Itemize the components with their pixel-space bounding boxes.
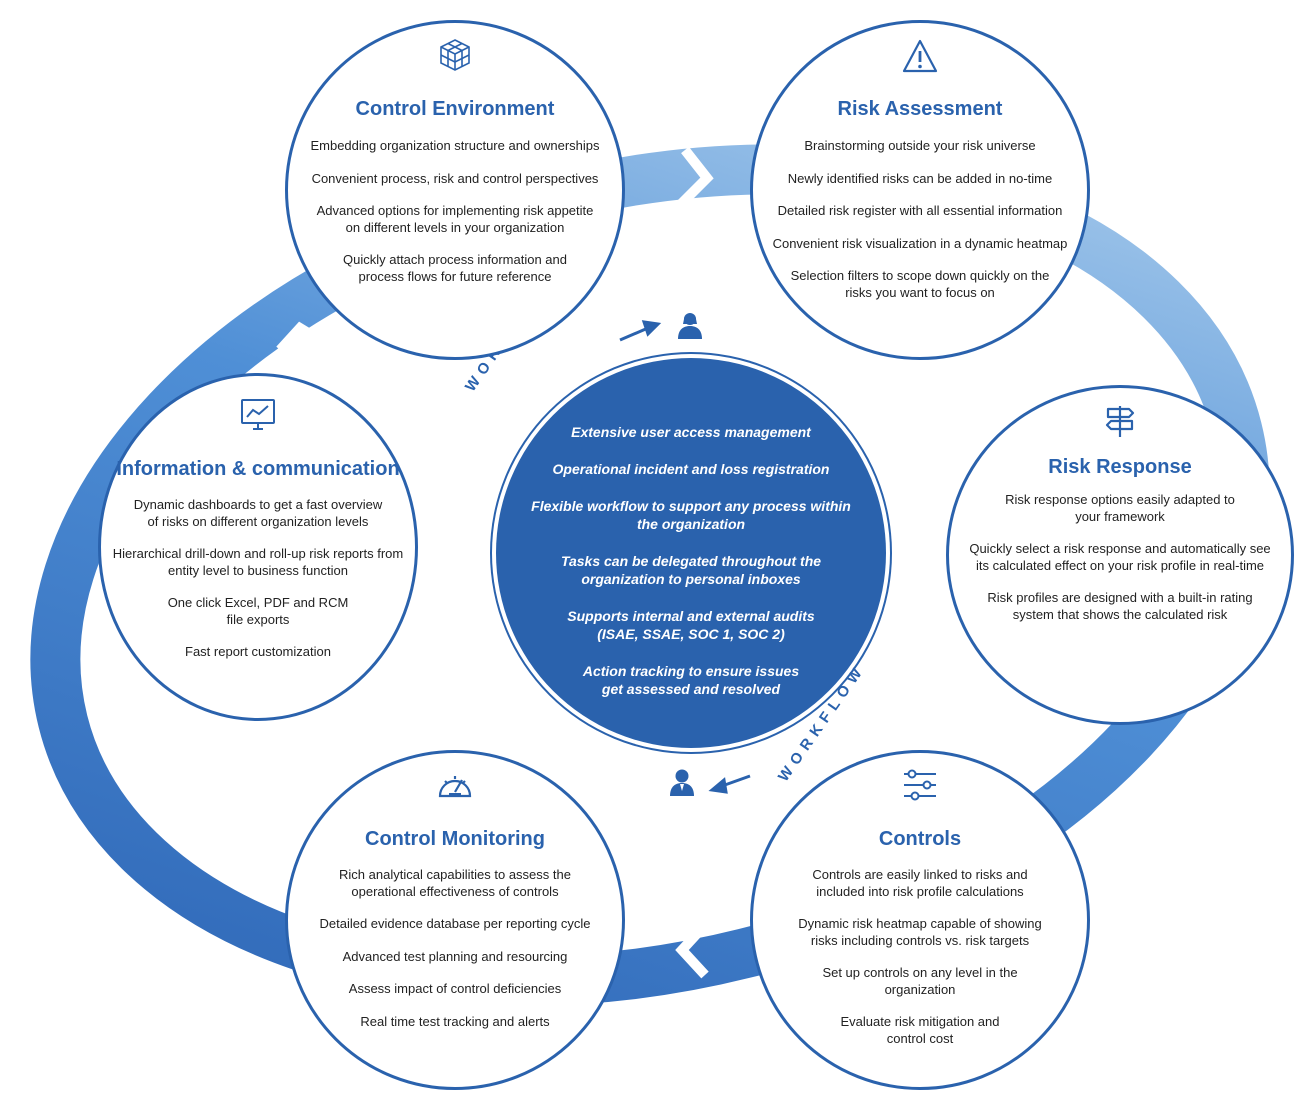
sliders-icon: [904, 769, 936, 801]
node-risk-response: Risk Response Risk response options easi…: [946, 385, 1294, 725]
node-list-item: Rich analytical capabilities to assess t…: [339, 867, 571, 899]
workflow-item: Tasks can be delegated throughout the or…: [560, 553, 822, 587]
workflow-item: Flexible workflow to support any process…: [531, 498, 851, 532]
node-list-item: Fast report customization: [185, 644, 331, 659]
workflow-item: Operational incident and loss registrati…: [552, 461, 830, 477]
node-control-environment: Control Environment Embedding organizati…: [285, 20, 625, 360]
node-list-item: Convenient process, risk and control per…: [311, 170, 599, 186]
node-list: Brainstorming outside your risk universe…: [763, 138, 1077, 317]
node-list-item: Quickly attach process information and p…: [343, 252, 567, 284]
node-list: Embedding organization structure and own…: [298, 138, 612, 301]
node-list-item: Risk response options easily adapted to …: [1005, 492, 1235, 524]
person-male-icon: [670, 769, 694, 796]
node-title: Information & communication: [116, 458, 400, 480]
ring-chevron: [18, 801, 74, 834]
node-list-item: Evaluate risk mitigation and control cos…: [840, 1014, 1000, 1046]
gauge-icon: [438, 776, 472, 798]
node-list-item: Newly identified risks can be added in n…: [787, 170, 1053, 186]
node-list-item: Convenient risk visualization in a dynam…: [772, 235, 1068, 251]
node-list-item: Assess impact of control deficiencies: [348, 981, 562, 996]
node-list-item: Embedding organization structure and own…: [310, 138, 600, 153]
node-list-item: Selection filters to scope down quickly …: [790, 268, 1050, 300]
ring-chevron: [1015, 732, 1068, 767]
node-title: Control Environment: [355, 98, 555, 120]
ring-chevron: [676, 146, 714, 209]
node-list-item: Detailed evidence database per reporting…: [319, 916, 591, 931]
node-list: Controls are easily linked to risks and …: [763, 867, 1077, 1063]
ring-chevron: [675, 921, 709, 979]
node-title: Control Monitoring: [365, 828, 545, 850]
node-title: Risk Response: [1048, 456, 1192, 478]
signpost-icon: [1105, 406, 1135, 437]
node-title: Controls: [878, 828, 962, 850]
node-list-item: Set up controls on any level in the orga…: [822, 965, 1018, 997]
ring-chevron: [1172, 238, 1226, 272]
node-title: Risk Assessment: [837, 98, 1003, 120]
node-list-item: One click Excel, PDF and RCM file export…: [167, 595, 349, 627]
node-list-item: Advanced options for implementing risk a…: [316, 203, 594, 235]
person-female-icon: [678, 313, 702, 339]
node-list: Risk response options easily adapted to …: [957, 492, 1283, 639]
node-list-item: Real time test tracking and alerts: [360, 1013, 550, 1029]
node-risk-assessment: Risk Assessment Brainstorming outside yo…: [750, 20, 1090, 360]
node-list: Dynamic dashboards to get a fast overvie…: [93, 497, 423, 677]
node-list-item: Quickly select a risk response and autom…: [969, 541, 1271, 573]
warning-icon: [902, 39, 938, 73]
ring-chevron: [276, 321, 331, 354]
workflow-item: Supports internal and external audits (I…: [567, 608, 815, 642]
node-list-item: Dynamic dashboards to get a fast overvie…: [133, 497, 383, 529]
node-control-monitoring: Control Monitoring Rich analytical capab…: [285, 750, 625, 1090]
workflow-item: Extensive user access management: [571, 424, 811, 440]
node-information-communication: Information & communication Dynamic dash…: [98, 373, 418, 721]
node-list: Rich analytical capabilities to assess t…: [298, 867, 612, 1046]
node-list-item: Detailed risk register with all essentia…: [777, 203, 1063, 218]
node-list-item: Risk profiles are designed with a built-…: [987, 590, 1253, 622]
node-list-item: Advanced test planning and resourcing: [342, 948, 568, 964]
node-controls: Controls Controls are easily linked to r…: [750, 750, 1090, 1090]
node-list-item: Brainstorming outside your risk universe: [804, 138, 1036, 153]
node-list-item: Hierarchical drill-down and roll-up risk…: [112, 546, 404, 578]
monitor-chart-icon: [241, 399, 275, 430]
cube-icon: [440, 39, 470, 71]
node-list-item: Dynamic risk heatmap capable of showing …: [798, 916, 1042, 948]
node-list-item: Controls are easily linked to risks and …: [812, 867, 1028, 899]
workflow-item: Action tracking to ensure issues get ass…: [582, 663, 800, 697]
